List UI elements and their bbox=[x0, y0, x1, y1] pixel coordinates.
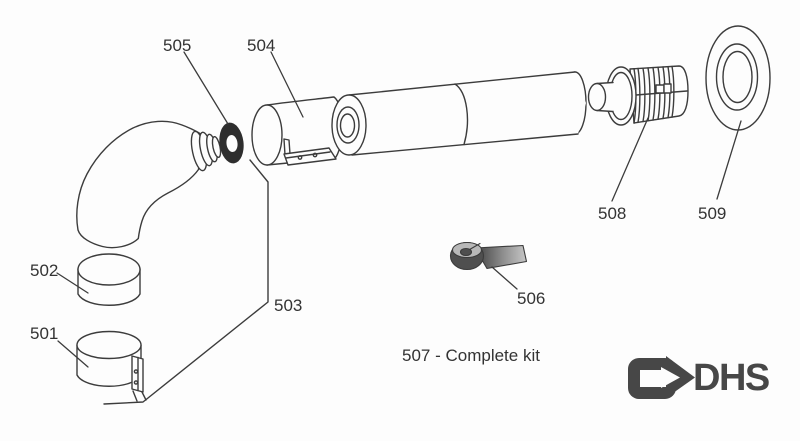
label-layer: 505 504 502 501 503 508 509 506 507 - Co… bbox=[30, 36, 726, 365]
part-label-504: 504 bbox=[247, 36, 275, 55]
kit-503-bracket-line bbox=[103, 159, 269, 405]
part-label-502: 502 bbox=[30, 261, 58, 280]
leader-508 bbox=[611, 117, 649, 202]
dhs-logo-arrow-notch bbox=[661, 367, 680, 388]
leader-506 bbox=[491, 266, 518, 290]
caption-complete-kit: 507 - Complete kit bbox=[402, 346, 540, 365]
strap-506-drawing bbox=[449, 241, 528, 271]
leader-502 bbox=[56, 272, 89, 294]
concentric-pipe-drawing bbox=[331, 71, 587, 156]
pipe-mid-seam bbox=[454, 83, 469, 146]
dhs-logo: DHS bbox=[628, 356, 770, 399]
part-label-501: 501 bbox=[30, 324, 58, 343]
leader-lines bbox=[56, 51, 742, 368]
leader-509 bbox=[716, 120, 742, 200]
part-label-505: 505 bbox=[163, 36, 191, 55]
dhs-logo-arrowhead bbox=[666, 356, 695, 398]
part-label-506: 506 bbox=[517, 289, 545, 308]
wall-ring-509-drawing bbox=[705, 25, 771, 131]
leader-505 bbox=[183, 51, 229, 125]
dhs-logo-text: DHS bbox=[693, 357, 769, 399]
elbow-collar-rings bbox=[190, 130, 222, 172]
terminal-508-drawing bbox=[587, 65, 689, 126]
part-label-508: 508 bbox=[598, 204, 626, 223]
clamp-501-bracket bbox=[131, 355, 147, 402]
line-art-layer bbox=[56, 25, 771, 405]
clamp-501-drawing bbox=[76, 330, 147, 402]
leader-501 bbox=[57, 340, 89, 368]
part-label-503: 503 bbox=[274, 296, 302, 315]
duct-504-bracket bbox=[283, 138, 337, 166]
leader-504 bbox=[270, 51, 304, 118]
ring-502-drawing bbox=[77, 253, 141, 306]
part-label-509: 509 bbox=[698, 204, 726, 223]
duct-504-drawing bbox=[251, 96, 343, 166]
gasket-505-drawing bbox=[219, 122, 244, 164]
elbow-pipe-drawing bbox=[76, 120, 222, 249]
terminal-nose-cone bbox=[587, 81, 614, 113]
